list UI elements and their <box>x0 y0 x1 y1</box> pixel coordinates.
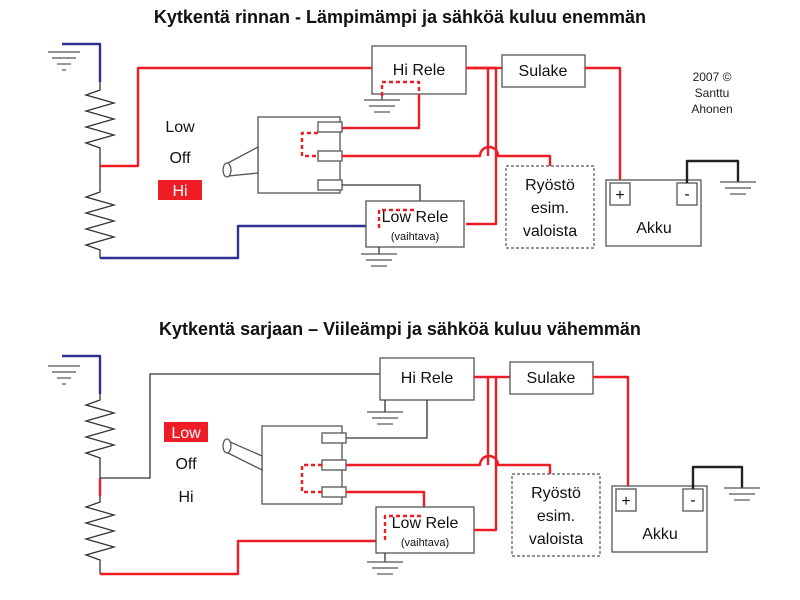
ground-symbol-hi-relay <box>364 99 400 113</box>
red-wire-switch-to-low-relay-bottom <box>346 490 426 508</box>
battery-minus-label-bottom: - <box>690 492 695 509</box>
selected-position-highlight-bottom <box>164 422 208 442</box>
battery-plus-label-bottom: + <box>621 493 630 510</box>
robber-box-bottom <box>511 473 601 557</box>
fuse-label: Sulake <box>519 63 568 80</box>
red-wire-fuse-bus-bottom <box>474 375 498 532</box>
switch-terminal-1-bottom <box>321 432 347 444</box>
series-diagram: Kytkentä sarjaan – Viileämpi ja sähköä k… <box>48 319 760 576</box>
switch-terminal-1 <box>317 121 343 133</box>
ground-symbol-low-relay-bottom <box>367 561 403 575</box>
battery-plus-label: + <box>615 187 624 204</box>
top-title: Kytkentä rinnan - Lämpimämpi ja sähköä k… <box>154 7 646 27</box>
ground-symbol-battery <box>720 181 756 195</box>
black-wire-battery-ground <box>685 159 740 183</box>
red-wire-heater-to-low-relay <box>100 539 376 576</box>
parallel-diagram: Kytkentä rinnan - Lämpimämpi ja sähköä k… <box>48 7 756 267</box>
ground-symbol-bottom-left <box>48 365 80 385</box>
robber-line-1: Ryöstö <box>525 177 575 194</box>
battery-plus-terminal-bottom <box>615 488 637 512</box>
battery-minus-label: - <box>684 186 689 203</box>
switch-terminal-2-bottom <box>321 459 347 471</box>
low-relay-box <box>365 200 465 248</box>
red-dashed-hi-relay-coil <box>380 80 421 98</box>
red-wire-switch-to-robber-bottom <box>346 454 552 474</box>
toggle-lever-tip <box>222 162 232 178</box>
battery-label: Akku <box>636 220 672 237</box>
blue-wire-ground-bottom <box>62 354 102 394</box>
switch-terminal-2 <box>317 150 343 162</box>
red-wire-fuse-to-battery <box>585 66 622 180</box>
heater-upper-resistor <box>83 82 117 168</box>
heater-upper-resistor-bottom <box>83 394 117 478</box>
black-wire-heater-to-hi-relay <box>100 373 380 479</box>
black-wire-switch-to-low-relay <box>342 184 421 202</box>
copyright-last-name: Ahonen <box>691 102 732 116</box>
battery-label-bottom: Akku <box>642 526 678 543</box>
selected-position-highlight <box>158 180 202 200</box>
blue-wire-heater-to-low-relay <box>100 224 366 260</box>
red-wire-fuse-bus <box>466 66 498 226</box>
red-dashed-low-relay-coil <box>377 208 414 228</box>
hi-relay-label-bottom: Hi Rele <box>401 370 454 387</box>
switch-position-low: Low <box>165 119 195 136</box>
switch-terminal-3 <box>317 179 343 191</box>
hi-relay-box-bottom <box>379 357 475 401</box>
blue-wire-ground-top <box>62 42 102 82</box>
ground-symbol-low-relay <box>361 253 397 267</box>
toggle-lever-tip-bottom <box>222 438 232 454</box>
fuse-box <box>501 54 586 88</box>
heater-lower-resistor <box>83 186 117 258</box>
robber-line-3: valoista <box>523 223 577 240</box>
switch-position-low-bottom: Low <box>171 425 201 442</box>
heater-lower-resistor-bottom <box>83 496 117 574</box>
switch-terminal-3-bottom <box>321 486 347 498</box>
low-relay-sublabel: (vaihtava) <box>391 231 439 243</box>
red-dashed-switch-bridge <box>300 131 318 158</box>
red-dashed-low-relay-coil-bottom <box>383 514 424 540</box>
switch-position-off-bottom: Off <box>175 456 197 473</box>
robber-line-3-bottom: valoista <box>529 531 583 548</box>
low-relay-label-bottom: Low Rele <box>392 515 459 532</box>
copyright-year: 2007 © <box>693 70 732 84</box>
red-wire-hi-relay-to-switch <box>340 96 421 130</box>
low-relay-label: Low Rele <box>382 209 449 226</box>
robber-line-1-bottom: Ryöstö <box>531 485 581 502</box>
switch-position-off: Off <box>169 150 191 167</box>
black-wire-battery-ground-bottom <box>691 465 744 489</box>
battery-plus-terminal <box>609 182 631 206</box>
ground-symbol-hi-relay-bottom <box>367 411 403 425</box>
red-dashed-switch-bridge-bottom <box>300 463 322 494</box>
red-wire-hi-relay-to-fuse <box>474 66 490 156</box>
copyright-first-name: Santtu <box>695 86 730 100</box>
red-wire-heater-to-hi-relay <box>100 66 496 168</box>
robber-line-2-bottom: esim. <box>537 508 575 525</box>
hi-relay-label: Hi Rele <box>393 62 446 79</box>
switch-position-hi: Hi <box>172 183 187 200</box>
red-wire-fuse-to-battery-bottom <box>593 375 630 488</box>
low-relay-sublabel-bottom: (vaihtava) <box>401 537 449 549</box>
black-wire-hi-relay-to-switch <box>340 400 428 439</box>
bottom-title: Kytkentä sarjaan – Viileämpi ja sähköä k… <box>159 319 641 339</box>
robber-box <box>505 165 595 249</box>
switch-position-hi-bottom: Hi <box>178 489 193 506</box>
ground-symbol-battery-bottom <box>724 487 760 501</box>
robber-line-2: esim. <box>531 200 569 217</box>
low-relay-box-bottom <box>375 506 475 554</box>
fuse-box-bottom <box>509 361 594 395</box>
fuse-label-bottom: Sulake <box>527 370 576 387</box>
ground-symbol-top-left <box>48 51 80 71</box>
red-wire-switch-to-robber <box>342 145 552 166</box>
